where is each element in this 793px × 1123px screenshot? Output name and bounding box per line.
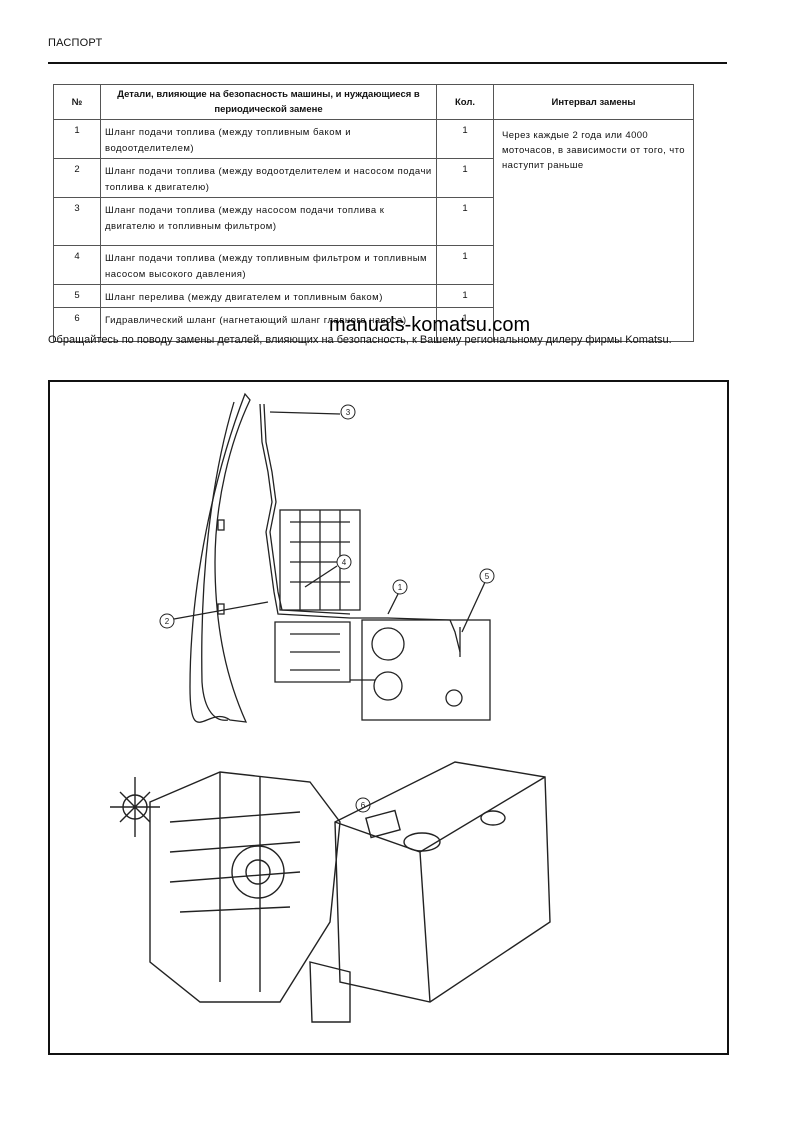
callout-label: 1 bbox=[398, 583, 403, 592]
cab-panel-outline bbox=[189, 392, 251, 723]
callout-circle-5 bbox=[479, 568, 495, 584]
engine-fan-hub bbox=[122, 794, 148, 820]
row-num: 5 bbox=[53, 284, 101, 308]
parts-table: № Детали, влияющие на безопасность машин… bbox=[53, 84, 694, 342]
callout-leader-3 bbox=[269, 411, 341, 415]
callout-label: 5 bbox=[485, 572, 490, 581]
interval-cell: Через каждые 2 года или 4000 моточасов, … bbox=[493, 119, 694, 342]
row-desc: Шланг подачи топлива (между топливным фи… bbox=[100, 245, 437, 285]
callout-leader-5 bbox=[461, 579, 487, 633]
fuel-tank-body bbox=[334, 761, 551, 1003]
callout-circle-4 bbox=[336, 554, 352, 570]
row-num: 1 bbox=[53, 119, 101, 159]
page-header-title: ПАСПОРТ bbox=[48, 37, 103, 49]
watermark-link[interactable]: manuals-komatsu.com bbox=[329, 314, 531, 336]
table-row: 6 Гидравлический шланг (нагнетающий шлан… bbox=[53, 307, 694, 342]
fuel-tank-hatch bbox=[365, 809, 401, 839]
table-header-row: № Детали, влияющие на безопасность машин… bbox=[53, 84, 694, 120]
engine-body bbox=[149, 771, 341, 1003]
tank-gauge bbox=[373, 671, 403, 701]
table-row: 3 Шланг подачи топлива (между насосом по… bbox=[53, 197, 694, 246]
row-qty: 1 bbox=[436, 307, 494, 342]
row-desc: Шланг подачи топлива (между топливным ба… bbox=[100, 119, 437, 159]
table-row: 1 Шланг подачи топлива (между топливным … bbox=[53, 119, 694, 342]
column-header-details: Детали, влияющие на безопасность машины,… bbox=[100, 84, 437, 120]
table-row: 4 Шланг подачи топлива (между топливным … bbox=[53, 245, 694, 285]
engine-detail-lines bbox=[169, 772, 301, 992]
callout-circle-1 bbox=[392, 579, 408, 595]
row-desc: Гидравлический шланг (нагнетающий шланг … bbox=[100, 307, 437, 342]
engine-fan bbox=[110, 777, 160, 837]
row-qty: 1 bbox=[436, 158, 494, 198]
hose-route-2 bbox=[263, 403, 351, 615]
callout-circle-3 bbox=[340, 404, 356, 420]
tank-top-view bbox=[361, 619, 491, 721]
row-qty: 1 bbox=[436, 197, 494, 246]
engine-pulley bbox=[231, 845, 285, 899]
dealer-note: Обращайтесь по поводу замены деталей, вл… bbox=[48, 334, 672, 346]
tank-line bbox=[350, 627, 461, 681]
callout-leader-1 bbox=[387, 591, 400, 615]
row-num: 6 bbox=[53, 307, 101, 342]
row-num: 4 bbox=[53, 245, 101, 285]
column-header-interval: Интервал замены bbox=[493, 84, 694, 120]
engine-pump bbox=[309, 961, 351, 1023]
callout-circle-2 bbox=[159, 613, 175, 629]
table-row: 5 Шланг перелива (между двигателем и топ… bbox=[53, 284, 694, 308]
row-num: 3 bbox=[53, 197, 101, 246]
row-qty: 1 bbox=[436, 245, 494, 285]
callout-label: 4 bbox=[342, 558, 347, 567]
diagram-drawing: 3 2 4 1 5 6 bbox=[110, 392, 551, 1023]
row-desc: Шланг подачи топлива (между водоотделите… bbox=[100, 158, 437, 198]
fuel-tank-cap-2 bbox=[480, 810, 506, 826]
row-num: 2 bbox=[53, 158, 101, 198]
callout-label: 6 bbox=[361, 801, 366, 810]
fuel-tank-edge bbox=[334, 776, 546, 1003]
row-desc: Шланг перелива (между двигателем и топли… bbox=[100, 284, 437, 308]
fuel-hose-diagram: 3 2 4 1 5 6 bbox=[48, 380, 729, 1055]
callout-label: 2 bbox=[165, 617, 170, 626]
engine-detail bbox=[290, 510, 350, 610]
column-header-qty: Кол. bbox=[436, 84, 494, 120]
panel-latch-lower bbox=[217, 603, 225, 615]
callout-leader-4 bbox=[304, 565, 338, 588]
callout-label: 3 bbox=[346, 408, 351, 417]
row-qty: 1 bbox=[436, 119, 494, 159]
table-row: 2 Шланг подачи топлива (между водоотдели… bbox=[53, 158, 694, 198]
tank-fitting bbox=[445, 689, 463, 707]
callout-leader-2 bbox=[173, 601, 269, 620]
engine-lower bbox=[274, 621, 351, 683]
fuel-tank-cap bbox=[403, 832, 441, 852]
row-qty: 1 bbox=[436, 284, 494, 308]
header-divider bbox=[48, 62, 727, 64]
column-header-num: № bbox=[53, 84, 101, 120]
cab-panel-inner bbox=[201, 401, 235, 721]
tank-cap bbox=[371, 627, 405, 661]
panel-latch-upper bbox=[217, 519, 225, 531]
row-desc: Шланг подачи топлива (между насосом пода… bbox=[100, 197, 437, 246]
engine-pulley-inner bbox=[245, 859, 271, 885]
